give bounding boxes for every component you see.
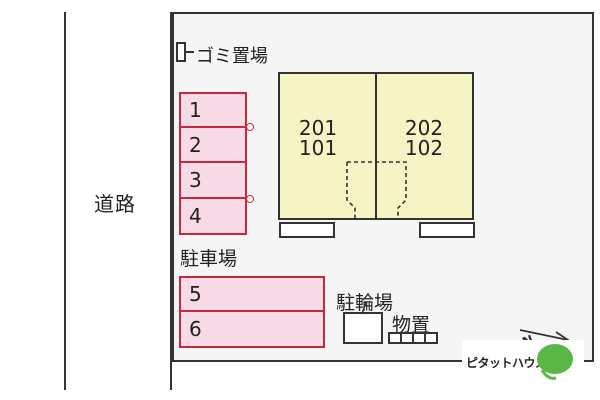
trash-area-label: ゴミ置場 <box>196 46 268 67</box>
unit-101: 101 <box>298 136 338 160</box>
pitat-house-logo-text: ピタットハウス <box>466 356 547 370</box>
parking-stall-3: 3 <box>179 161 247 199</box>
ev-hook-icon <box>246 195 254 203</box>
trash-area-connector <box>186 51 194 53</box>
parking-stall-2: 2 <box>179 126 247 163</box>
road-edge-left <box>64 12 66 390</box>
unit-202: 202 <box>404 116 444 140</box>
stall-number: 6 <box>189 317 202 341</box>
parking-label: 駐車場 <box>180 248 238 270</box>
unit-divider <box>375 72 377 220</box>
parking-stall-5: 5 <box>179 276 325 312</box>
parking-stall-1: 1 <box>179 92 247 128</box>
ev-hook-icon <box>246 123 254 131</box>
stall-number: 3 <box>189 168 202 192</box>
bike-parking-leader-line <box>361 301 367 315</box>
stall-number: 1 <box>189 98 202 122</box>
bike-parking-area <box>343 312 383 344</box>
unit-102: 102 <box>404 136 444 160</box>
parking-stall-6: 6 <box>179 310 325 348</box>
stall-number: 2 <box>189 132 202 157</box>
trash-area-icon <box>176 42 186 62</box>
leaf-logo-accent <box>540 369 557 380</box>
parking-stall-4: 4 <box>179 197 247 235</box>
entrance-step-right <box>419 222 475 238</box>
road-label: 道路 <box>94 192 136 216</box>
bike-parking-label: 駐輪場 <box>336 292 394 314</box>
stall-number: 4 <box>189 204 202 228</box>
storage-unit-4 <box>424 332 438 344</box>
storage-label: 物置 <box>392 314 431 336</box>
entrance-step-left <box>279 222 335 238</box>
stall-number: 5 <box>189 282 202 306</box>
unit-201: 201 <box>298 116 338 140</box>
road-edge-right <box>170 12 172 390</box>
leaf-logo-icon <box>537 344 573 374</box>
